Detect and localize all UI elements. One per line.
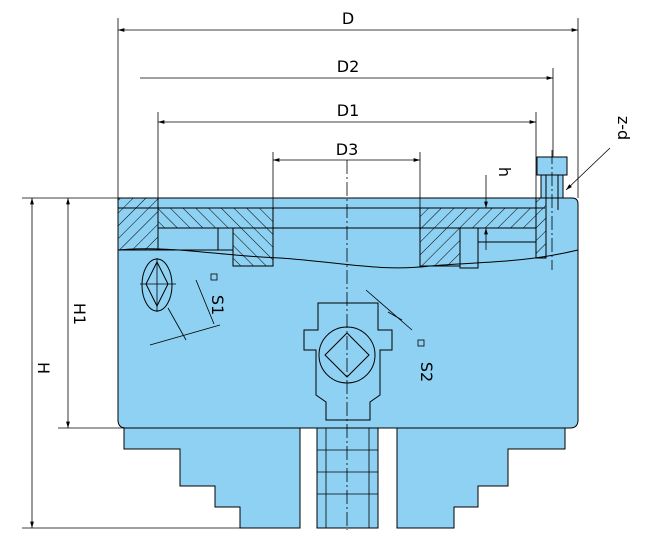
label-D1: D1: [337, 101, 360, 120]
label-z-d: z-d: [614, 116, 633, 140]
center-jaw-details: [317, 428, 378, 528]
label-D3: D3: [336, 140, 359, 159]
label-D: D: [342, 9, 354, 28]
label-h: h: [495, 167, 514, 177]
label-S2: S2: [417, 362, 436, 382]
left-jaw: [123, 427, 301, 529]
bolt: [536, 150, 568, 270]
dim-H1: H1: [58, 198, 126, 429]
dim-D3: D3: [272, 140, 421, 208]
dim-D: D: [117, 9, 579, 198]
s1-detail: [140, 258, 221, 346]
label-H: H: [34, 362, 53, 374]
dim-h: h: [478, 167, 520, 250]
dim-H: H: [22, 197, 240, 529]
break-line: [117, 248, 579, 269]
label-S1: S1: [208, 295, 227, 315]
section-top: [117, 197, 547, 269]
right-jaw: [396, 427, 566, 529]
dim-D2: D2: [140, 57, 554, 157]
label-H1: H1: [70, 303, 89, 325]
dim-z-d: z-d: [565, 116, 633, 191]
label-D2: D2: [337, 57, 360, 76]
dim-D1: D1: [157, 101, 537, 198]
